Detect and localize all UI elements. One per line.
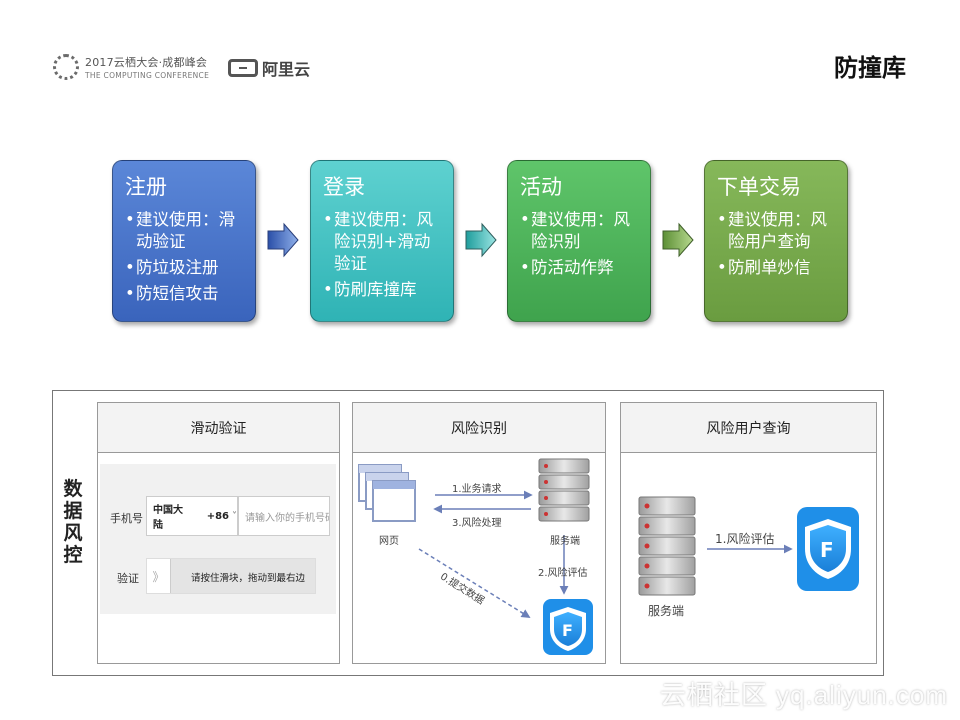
flow-step1-label: 1.业务请求 (452, 484, 502, 495)
arrow-right-icon (465, 222, 497, 258)
conference-logo-icon (53, 54, 79, 80)
aliyun-logo-icon (228, 59, 258, 77)
risk-user-diagram: F (638, 496, 859, 596)
arrow-right-icon (662, 222, 694, 258)
step-item: 防活动作弊 (520, 257, 638, 279)
svg-text:F: F (820, 538, 834, 562)
chevron-down-icon: ˅ (232, 510, 237, 522)
svg-text:F: F (562, 621, 573, 640)
slide-captcha[interactable]: 》 请按住滑块，拖动到最右边 (146, 558, 316, 594)
conference-logo: 2017云栖大会·成都峰会 THE COMPUTING CONFERENCE (53, 54, 209, 80)
step-title: 活动 (520, 175, 562, 199)
watermark: 云栖社区 yq.aliyun.com (659, 680, 948, 710)
step-item: 建议使用：滑动验证 (125, 209, 243, 253)
step-item: 防垃圾注册 (125, 257, 243, 279)
step-order: 下单交易 建议使用：风险用户查询 防刷单炒信 (704, 160, 848, 322)
country-select[interactable]: 中国大陆 +86 ˅ (146, 496, 238, 536)
server-label: 服务端 (550, 536, 580, 547)
risk-user-step1-label: 1.风险评估 (715, 532, 775, 546)
step-item: 建议使用：风险识别+滑动验证 (323, 209, 441, 275)
web-page-icon (358, 464, 416, 522)
step-title: 登录 (323, 175, 365, 199)
step-register: 注册 建议使用：滑动验证 防垃圾注册 防短信攻击 (112, 160, 256, 322)
risk-identify-diagram: F (358, 458, 593, 655)
phone-label: 手机号 (110, 512, 143, 525)
verify-label: 验证 (117, 572, 139, 585)
web-label: 网页 (379, 536, 399, 547)
page-title: 防撞库 (834, 54, 906, 82)
country-value: 中国大陆 (153, 505, 183, 531)
arrow-right-icon (267, 222, 299, 258)
shield-icon: F (797, 507, 859, 591)
phone-input[interactable]: 请输入你的手机号码 (238, 496, 330, 536)
step-item: 防刷单炒信 (717, 257, 835, 279)
step-item: 防短信攻击 (125, 283, 243, 305)
aliyun-brand-name: 阿里云 (262, 60, 311, 79)
slider-text: 请按住滑块，拖动到最右边 (191, 573, 306, 584)
conference-name: 2017云栖大会·成都峰会 (85, 56, 208, 69)
step-item: 建议使用：风险识别 (520, 209, 638, 253)
step-item: 建议使用：风险用户查询 (717, 209, 835, 253)
card-title: 风险用户查询 (621, 403, 876, 453)
server-icon (538, 458, 590, 522)
risk-user-server-label: 服务端 (648, 604, 685, 618)
card-title: 滑动验证 (98, 403, 339, 453)
step-activity: 活动 建议使用：风险识别 防活动作弊 (507, 160, 651, 322)
flow-step2-label: 2.风险评估 (538, 568, 588, 579)
card-title: 风险识别 (353, 403, 605, 453)
step-item: 防刷库撞库 (323, 279, 441, 301)
aliyun-logo: 阿里云 (228, 56, 310, 80)
step-login: 登录 建议使用：风险识别+滑动验证 防刷库撞库 (310, 160, 454, 322)
flow-step3-label: 3.风险处理 (452, 518, 502, 529)
shield-icon: F (543, 599, 593, 655)
server-icon (638, 496, 696, 596)
phone-placeholder: 请输入你的手机号码 (245, 512, 329, 524)
panel-vertical-label: 数据风控 (63, 478, 83, 566)
country-code: +86 (206, 510, 229, 522)
step-title: 注册 (125, 175, 167, 199)
step-title: 下单交易 (717, 175, 801, 199)
slider-handle-icon[interactable]: 》 (147, 559, 171, 593)
conference-subtitle: THE COMPUTING CONFERENCE (85, 71, 210, 80)
